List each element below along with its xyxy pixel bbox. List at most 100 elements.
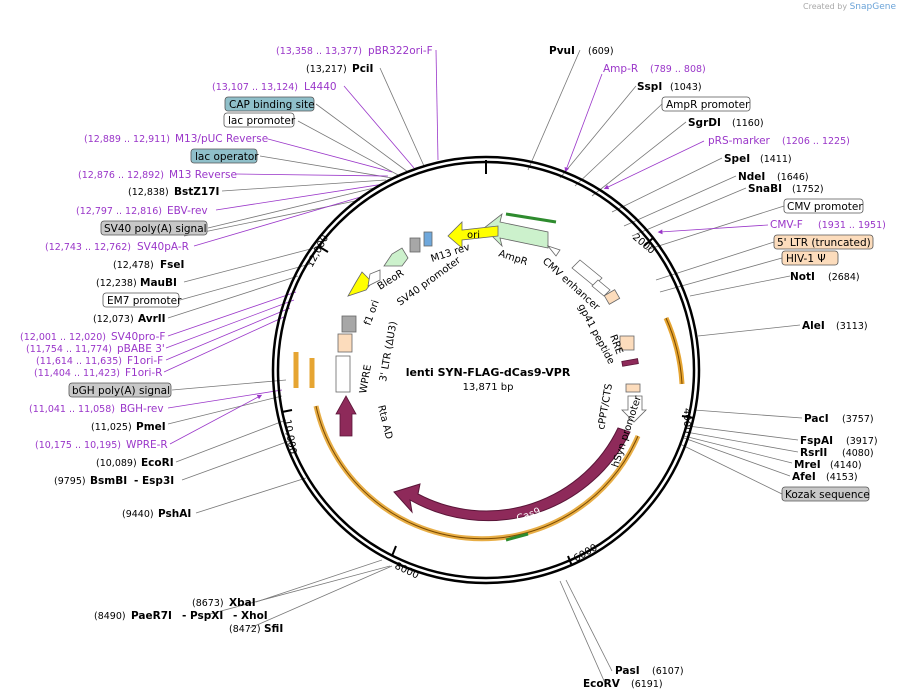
snapgene-logo: SnapGene bbox=[849, 2, 896, 12]
primer-range: (13,107 .. 13,124) bbox=[212, 82, 298, 93]
enzyme-pos: (4153) bbox=[826, 472, 858, 483]
ampr-label: AmpR bbox=[497, 248, 529, 268]
ltr3-box[interactable] bbox=[337, 333, 353, 353]
boxed-label-em7: EM7 promoter bbox=[107, 295, 182, 307]
enzyme-name: PvuI bbox=[549, 45, 575, 57]
primer-range: (11,614 .. 11,635) bbox=[36, 356, 122, 367]
enzyme-alt-name: - XhoI bbox=[233, 610, 268, 622]
primer-range: (1931 .. 1951) bbox=[818, 220, 886, 231]
enzyme-pos: (8472) bbox=[229, 624, 261, 635]
tick-marks bbox=[281, 160, 695, 567]
enzyme-pos: (3113) bbox=[836, 321, 868, 332]
enzyme-pos: (12,838) bbox=[128, 187, 169, 198]
tick-label-8000: 8000 bbox=[393, 561, 421, 582]
primer-range: (12,001 .. 12,020) bbox=[20, 332, 106, 343]
enzyme-pos: (8490) bbox=[94, 611, 126, 622]
bgh-box[interactable] bbox=[341, 315, 357, 333]
enzyme-name: SpeI bbox=[724, 153, 750, 165]
rta-ad-arrow[interactable] bbox=[335, 395, 357, 437]
primer-name: SV40pro-F bbox=[111, 331, 165, 343]
enzyme-pos: (12,238) bbox=[96, 278, 137, 289]
primer-range: (11,754 .. 11,774) bbox=[26, 344, 112, 355]
primer-name: M13 Reverse bbox=[169, 169, 237, 181]
green-arrow-top bbox=[505, 212, 557, 224]
ltr5-box[interactable] bbox=[603, 289, 621, 305]
bleor-box[interactable] bbox=[409, 237, 421, 253]
enzyme-name: EcoRV bbox=[583, 678, 621, 690]
boxed-label-kozak: Kozak sequence bbox=[785, 489, 870, 501]
em7-arrow[interactable] bbox=[367, 269, 381, 287]
enzyme-pos: (12,478) bbox=[113, 260, 154, 271]
enzyme-pos: (609) bbox=[588, 46, 614, 57]
left-enzyme-labels: (13,217) PciI (12,838) BstZ17I (12,478) … bbox=[54, 63, 373, 635]
lac-box[interactable] bbox=[423, 231, 433, 247]
plasmid-size: 13,871 bp bbox=[463, 382, 514, 393]
primer-labels: (13,358 .. 13,377) pBR322ori-F Amp-R (78… bbox=[20, 45, 886, 451]
enzyme-pos: (1646) bbox=[777, 172, 809, 183]
enzyme-name: EcoRI bbox=[141, 457, 174, 469]
tick-label-4000: 4000 bbox=[681, 408, 692, 433]
enzyme-pos: (4140) bbox=[830, 460, 862, 471]
small-green-arrow[interactable] bbox=[546, 245, 561, 257]
cmv-promoter-arrow[interactable] bbox=[591, 279, 611, 297]
enzyme-name: NdeI bbox=[738, 171, 765, 183]
primer-name: BGH-rev bbox=[120, 403, 164, 415]
enzyme-name: MreI bbox=[794, 459, 821, 471]
enzyme-name: PciI bbox=[352, 63, 373, 75]
enzyme-pos: (13,217) bbox=[306, 64, 347, 75]
boxed-label-cmv-promoter: CMV promoter bbox=[787, 201, 863, 213]
primer-range: (10,175 .. 10,195) bbox=[35, 440, 121, 451]
created-by-text: Created by bbox=[803, 2, 848, 11]
primer-name: F1ori-R bbox=[125, 367, 162, 379]
wpre-label: WPRE bbox=[358, 364, 374, 395]
enzyme-name: FseI bbox=[160, 259, 184, 271]
primer-range: (13,358 .. 13,377) bbox=[276, 46, 362, 57]
enzyme-name: SspI bbox=[637, 81, 662, 93]
boxed-label-sv40pa: SV40 poly(A) signal bbox=[104, 223, 207, 235]
boxed-label-cap: CAP binding site bbox=[229, 99, 315, 111]
enzyme-pos: (6191) bbox=[631, 679, 663, 690]
enzyme-alt-name: - PspXI bbox=[182, 610, 223, 622]
green-arrow-bottom bbox=[505, 532, 529, 542]
inner-features bbox=[335, 212, 647, 437]
orange-ring-features bbox=[293, 316, 685, 542]
ori-label: ori bbox=[467, 230, 480, 241]
right-enzyme-labels: PvuI (609) SspI (1043) SgrDI (1160) SpeI… bbox=[549, 45, 878, 690]
primer-name: pBABE 3' bbox=[117, 343, 165, 355]
enzyme-pos: (9440) bbox=[122, 509, 154, 520]
enzyme-pos: (6107) bbox=[652, 666, 684, 677]
enzyme-pos: (1752) bbox=[792, 184, 824, 195]
enzyme-name: AleI bbox=[802, 320, 825, 332]
enzyme-name: MauBI bbox=[140, 277, 177, 289]
wpre-box[interactable] bbox=[335, 355, 351, 393]
enzyme-name: PmeI bbox=[136, 421, 166, 433]
enzyme-name: SgrDI bbox=[688, 117, 721, 129]
primer-range: (789 .. 808) bbox=[650, 64, 706, 75]
primer-name: Amp-R bbox=[603, 63, 638, 75]
sv40-promoter-arrow[interactable] bbox=[383, 247, 409, 267]
enzyme-pos: (9795) bbox=[54, 476, 86, 487]
primer-name: pBR322ori-F bbox=[368, 45, 433, 57]
cas9-feature-arrow[interactable] bbox=[393, 427, 631, 522]
enzyme-name: BsmBI bbox=[90, 475, 127, 487]
primer-name: WPRE-R bbox=[126, 439, 168, 451]
enzyme-name: SnaBI bbox=[748, 183, 782, 195]
boxed-label-ampr-promoter: AmpR promoter bbox=[666, 99, 750, 111]
primer-name: EBV-rev bbox=[167, 205, 208, 217]
enzyme-pos: (1043) bbox=[670, 82, 702, 93]
hsyn-promoter-arrow[interactable] bbox=[621, 395, 647, 423]
enzyme-pos: (2684) bbox=[828, 272, 860, 283]
rre-box[interactable] bbox=[619, 335, 635, 351]
enzyme-pos: (3757) bbox=[842, 414, 874, 425]
ampr-arrow[interactable] bbox=[483, 212, 549, 249]
gp41-box[interactable] bbox=[621, 358, 639, 367]
boxed-label-5ltr: 5' LTR (truncated) bbox=[777, 237, 871, 249]
cppt-box[interactable] bbox=[625, 383, 641, 393]
enzyme-pos: (3917) bbox=[846, 436, 878, 447]
primer-name: CMV-F bbox=[770, 219, 803, 231]
ori-arrow[interactable] bbox=[447, 221, 499, 249]
primer-range: (1206 .. 1225) bbox=[782, 136, 850, 147]
tick-label-6000: 6000 bbox=[572, 542, 600, 564]
enzyme-alt-name: - Esp3I bbox=[134, 475, 174, 487]
